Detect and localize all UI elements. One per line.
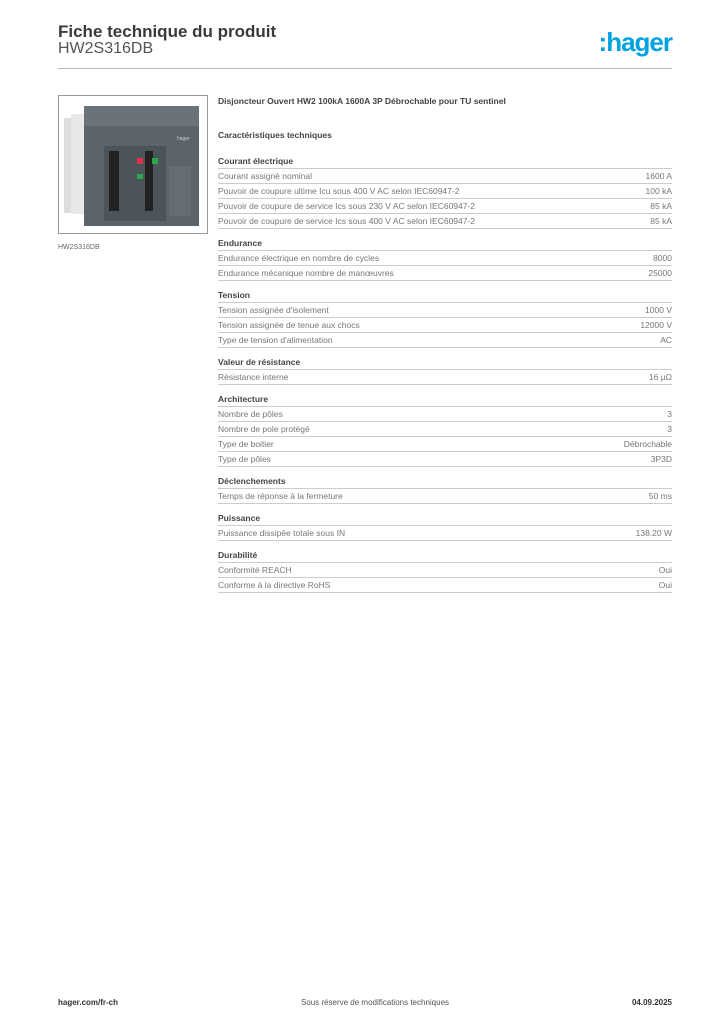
section-title: Valeur de résistance: [218, 356, 672, 370]
spec-label: Nombre de pole protégé: [218, 424, 310, 434]
spec-value: 1000 V: [645, 305, 672, 315]
spec-row: Endurance électrique en nombre de cycles…: [218, 251, 672, 266]
svg-text:hager: hager: [177, 136, 190, 142]
section-title: Endurance: [218, 237, 672, 251]
product-image: hager: [58, 95, 208, 234]
spec-label: Puissance dissipée totale sous IN: [218, 528, 346, 538]
spec-label: Type de pôles: [218, 454, 271, 464]
spec-row: Type de tension d'alimentation AC: [218, 333, 672, 348]
section-title: Puissance: [218, 512, 672, 526]
spec-label: Pouvoir de coupure de service Ics sous 4…: [218, 216, 476, 226]
product-name: Disjoncteur Ouvert HW2 100kA 1600A 3P Dé…: [218, 96, 506, 106]
spec-value: Oui: [658, 565, 672, 575]
spec-row: Nombre de pôles 3: [218, 407, 672, 422]
spec-row: Puissance dissipée totale sous IN 138.20 …: [218, 526, 672, 541]
spec-row: Endurance mécanique nombre de manœuvres 2…: [218, 266, 672, 281]
image-caption: HW2S316DB: [58, 244, 100, 251]
spec-value: 50 ms: [648, 491, 672, 501]
spec-label: Nombre de pôles: [218, 409, 283, 419]
section-title: Durabilité: [218, 549, 672, 563]
spec-row: Pouvoir de coupure de service Ics sous 2…: [218, 199, 672, 214]
spec-row: Tension assignée d'isolement 1000 V: [218, 303, 672, 318]
spec-label: Pouvoir de coupure de service Ics sous 2…: [218, 201, 476, 211]
spec-label: Endurance électrique en nombre de cycles: [218, 253, 380, 263]
spec-label: Conformité REACH: [218, 565, 292, 575]
spec-row: Résistance interne 16 µΩ: [218, 370, 672, 385]
spec-value: 3: [667, 424, 672, 434]
spec-label: Tension assignée d'isolement: [218, 305, 329, 315]
spec-value: 85 kA: [650, 201, 672, 211]
spec-value: 3: [667, 409, 672, 419]
spec-row: Nombre de pole protégé 3: [218, 422, 672, 437]
spec-row: Pouvoir de coupure de service Ics sous 4…: [218, 214, 672, 229]
section-title: Architecture: [218, 393, 672, 407]
spec-label: Temps de réponse à la fermeture: [218, 491, 343, 501]
spec-value: Oui: [658, 580, 672, 590]
spec-content: Disjoncteur Ouvert HW2 100kA 1600A 3P Dé…: [218, 96, 672, 601]
footer-date: 04.09.2025: [631, 998, 672, 1007]
spec-value: 138.20 W: [635, 528, 672, 538]
characteristics-heading: Caractéristiques techniques: [218, 130, 332, 140]
spec-row: Temps de réponse à la fermeture 50 ms: [218, 489, 672, 504]
spec-row: Pouvoir de coupure ultime Icu sous 400 V…: [218, 184, 672, 199]
spec-value: AC: [660, 335, 672, 345]
spec-label: Courant assigné nominal: [218, 171, 313, 181]
section-title: Courant électrique: [218, 155, 672, 169]
spec-value: 8000: [653, 253, 672, 263]
spec-label: Résistance interne: [218, 372, 289, 382]
spec-label: Conforme à la directive RoHS: [218, 580, 331, 590]
header-divider: [58, 68, 672, 69]
spec-value: 3P3D: [650, 454, 672, 464]
page-title: Fiche technique du produit: [58, 22, 277, 41]
footer-website[interactable]: hager.com/fr-ch: [58, 998, 119, 1007]
spec-label: Type de boitier: [218, 439, 274, 449]
spec-label: Type de tension d'alimentation: [218, 335, 333, 345]
spec-row: Tension assignée de tenue aux chocs 12000…: [218, 318, 672, 333]
spec-value: 12000 V: [640, 320, 672, 330]
spec-value: Débrochable: [623, 439, 672, 449]
hager-logo: :hager: [598, 27, 673, 57]
section-title: Tension: [218, 289, 672, 303]
spec-value: 16 µΩ: [648, 372, 672, 382]
spec-row: Conforme à la directive RoHS Oui: [218, 578, 672, 593]
spec-value: 85 kA: [650, 216, 672, 226]
spec-value: 100 kA: [645, 186, 672, 196]
spec-value: 25000: [648, 268, 672, 278]
footer: hager.com/fr-ch Sous réserve de modifica…: [58, 998, 672, 1007]
spec-label: Endurance mécanique nombre de manœuvres: [218, 268, 394, 278]
spec-row: Conformité REACH Oui: [218, 563, 672, 578]
spec-row: Type de boitier Débrochable: [218, 437, 672, 452]
spec-label: Pouvoir de coupure ultime Icu sous 400 V…: [218, 186, 460, 196]
product-reference: HW2S316DB: [58, 40, 154, 57]
spec-value: 1600 A: [645, 171, 672, 181]
spec-row: Courant assigné nominal 1600 A: [218, 169, 672, 184]
spec-row: Type de pôles 3P3D: [218, 452, 672, 467]
section-title: Déclenchements: [218, 475, 672, 489]
spec-label: Tension assignée de tenue aux chocs: [218, 320, 360, 330]
footer-notice: Sous réserve de modifications techniques: [300, 998, 450, 1007]
